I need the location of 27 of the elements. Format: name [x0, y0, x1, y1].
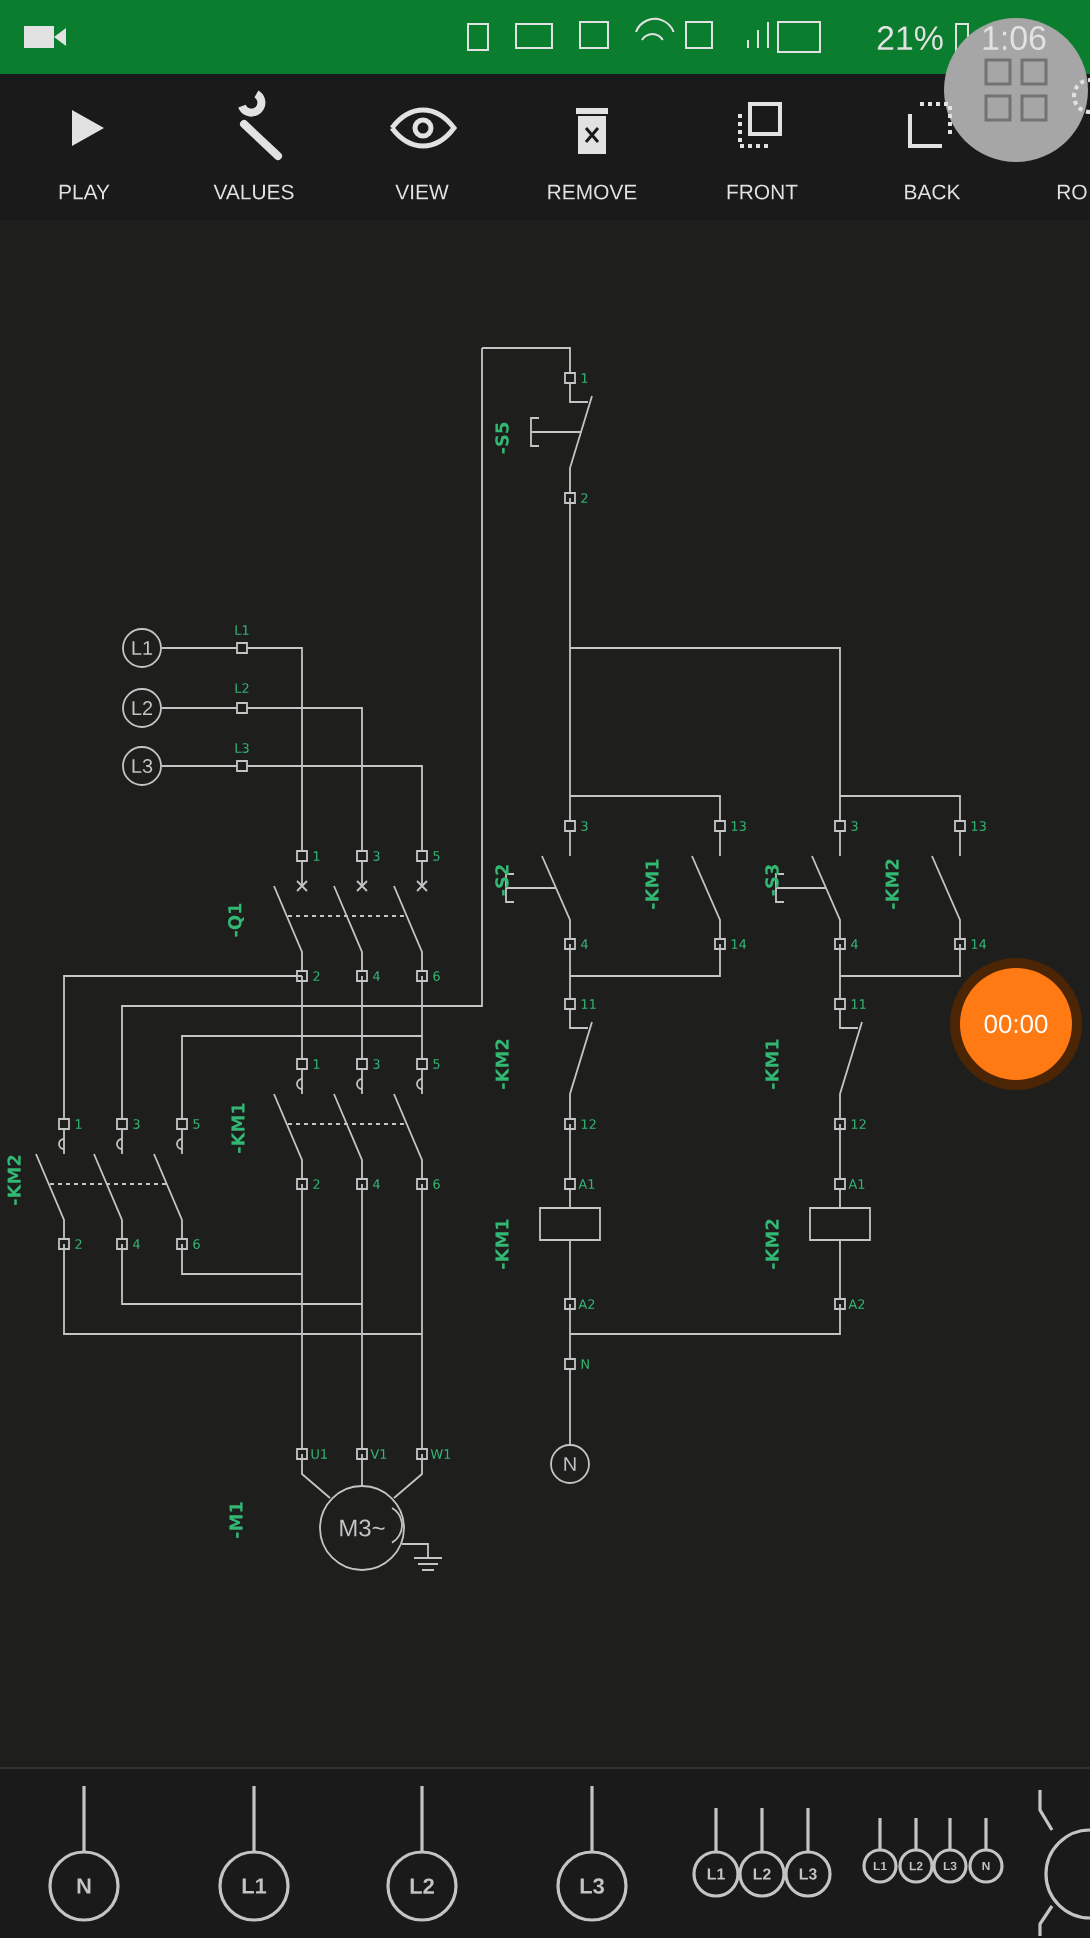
toolbar-label: VALUES [213, 184, 294, 200]
component-label: -Q1 [228, 903, 244, 937]
status-text: 1:06 [983, 26, 1046, 51]
component-label: -KM2 [765, 1219, 779, 1269]
toolbar-label: REMOVE [548, 184, 637, 200]
supply-terminal: L1 [122, 628, 162, 668]
component-label: -M1 [229, 1502, 243, 1538]
component-label: -KM1 [645, 859, 659, 909]
component-label: -KM1 [495, 1219, 509, 1269]
component-label: -KM1 [765, 1039, 779, 1089]
timer-button: 00:00 [950, 958, 1082, 1090]
supply-terminal: L3 [122, 746, 162, 786]
status-text: 21% [877, 26, 943, 50]
component-label: -S2 [495, 865, 509, 896]
supply-terminal: N [550, 1444, 590, 1484]
toolbar-label: BACK [905, 184, 961, 200]
toolbar-label: PLAY [59, 184, 110, 200]
toolbar-label: RO [1057, 184, 1087, 200]
supply-terminal: L2 [122, 688, 162, 728]
component-label: -S3 [765, 865, 779, 896]
component-label: -KM2 [7, 1155, 21, 1205]
component-label: -KM1 [231, 1103, 245, 1153]
component-label: -KM2 [885, 859, 899, 909]
toolbar-label: FRONT [727, 184, 798, 200]
component-label: -S5 [495, 422, 509, 454]
toolbar-label: VIEW [395, 184, 449, 200]
component-label: -KM2 [495, 1039, 509, 1089]
